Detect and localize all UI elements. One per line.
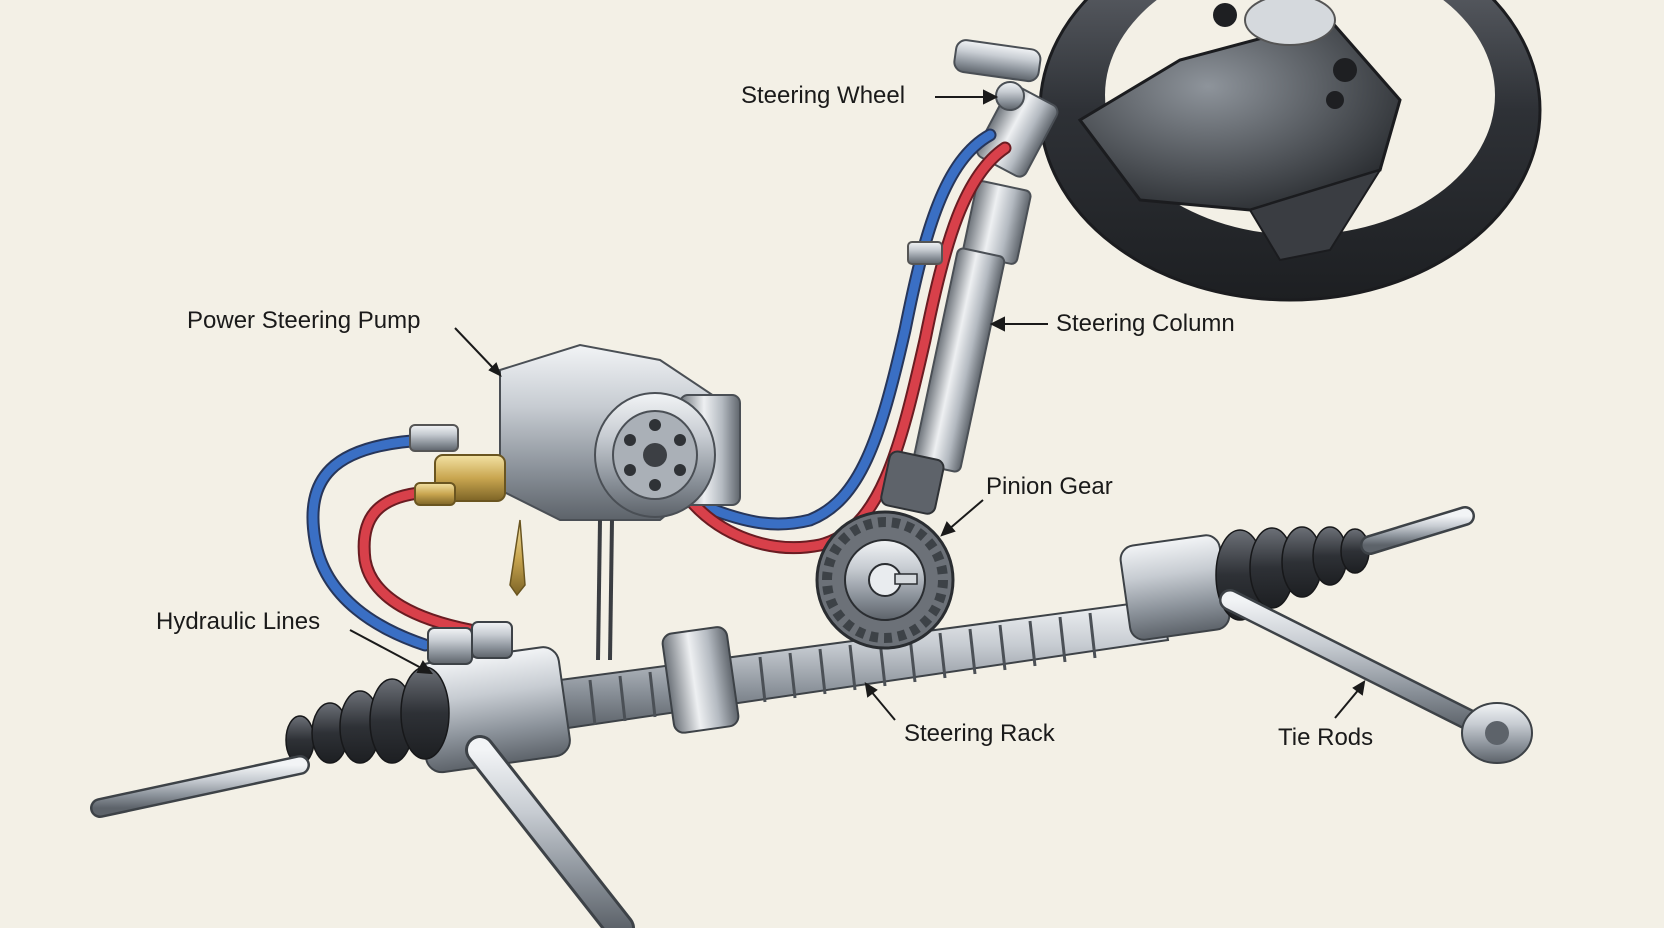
label-steering-rack: Steering Rack (904, 720, 1055, 747)
label-hydraulic-lines: Hydraulic Lines (156, 608, 321, 635)
label-tie-rods: Tie Rods (1278, 724, 1374, 751)
tie-rods (90, 506, 1533, 928)
steering-wheel (1038, 0, 1542, 302)
pinion-gear (815, 450, 955, 650)
leader-lines (349, 89, 1366, 721)
label-pinion-gear: Pinion Gear (986, 473, 1113, 500)
label-steering-column: Steering Column (1056, 310, 1235, 337)
label-steering-wheel: Steering Wheel (741, 82, 906, 109)
label-power-steering-pump: Power Steering Pump (187, 307, 421, 334)
power-steering-pump (409, 343, 741, 661)
